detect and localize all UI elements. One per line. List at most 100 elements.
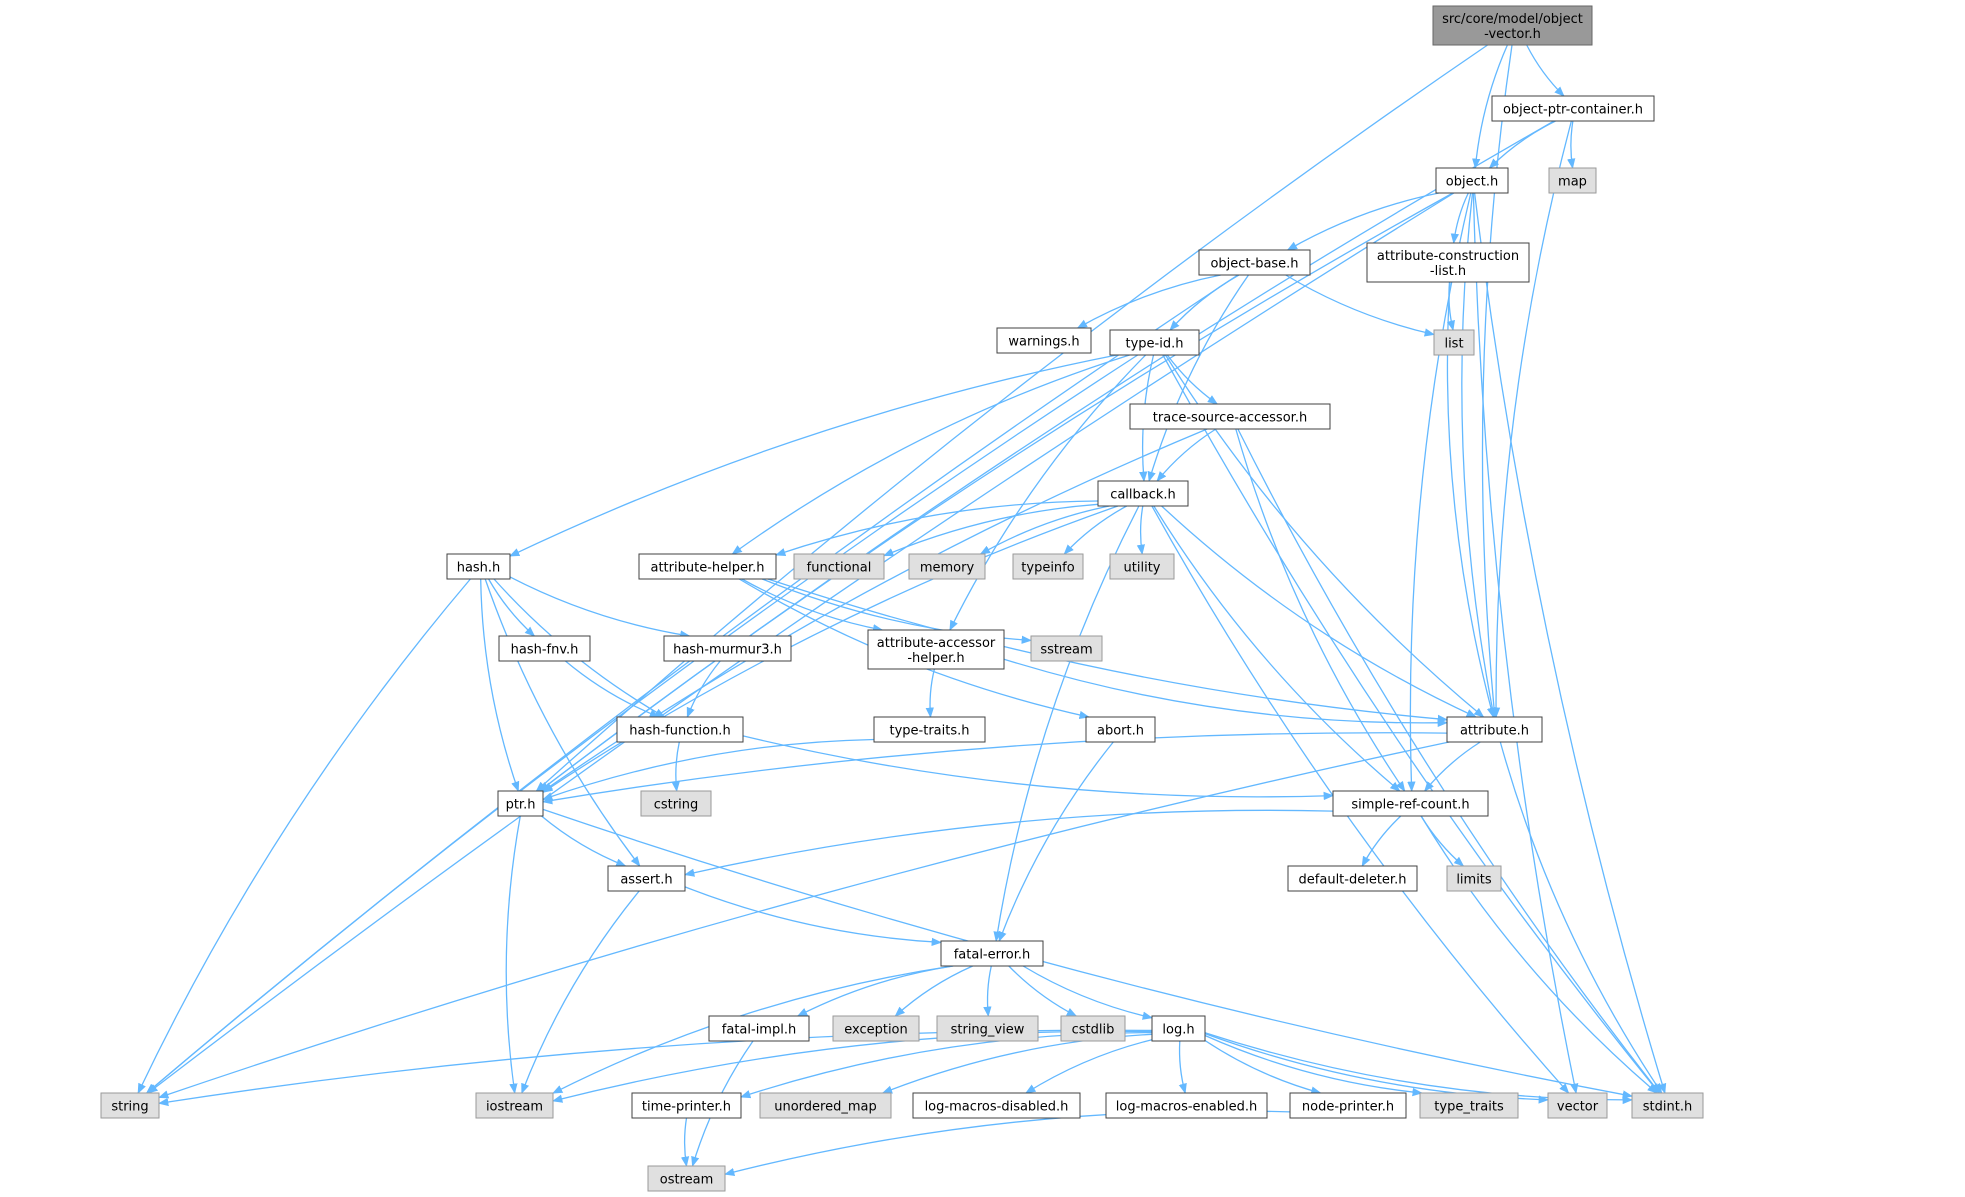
node-object[interactable]: object.h bbox=[1435, 167, 1509, 194]
node-label: abort.h bbox=[1097, 724, 1144, 739]
node-box bbox=[793, 553, 885, 580]
node-nodeprinter[interactable]: node-printer.h bbox=[1289, 1092, 1407, 1119]
node-root[interactable]: src/core/model/object-vector.h bbox=[1432, 5, 1593, 46]
node-acl[interactable]: attribute-construction-list.h bbox=[1366, 242, 1530, 283]
node-optr[interactable]: object-ptr-container.h bbox=[1491, 95, 1655, 122]
edge-callback-to-attribute bbox=[1161, 505, 1477, 718]
node-box bbox=[1446, 716, 1543, 743]
node-warnings[interactable]: warnings.h bbox=[996, 327, 1092, 354]
node-box bbox=[759, 1092, 892, 1119]
node-box bbox=[873, 716, 986, 743]
node-log[interactable]: log.h bbox=[1151, 1015, 1206, 1042]
node-box bbox=[908, 553, 986, 580]
edge-assert-to-iostream bbox=[521, 890, 640, 1094]
node-fatalerr[interactable]: fatal-error.h bbox=[940, 940, 1044, 967]
node-timeprinter[interactable]: time-printer.h bbox=[631, 1092, 742, 1119]
node-label: log.h bbox=[1162, 1023, 1194, 1038]
node-label: limits bbox=[1456, 873, 1492, 888]
node-box bbox=[1548, 167, 1597, 194]
edge-src-to-assert bbox=[683, 809, 1334, 877]
node-abort[interactable]: abort.h bbox=[1085, 716, 1156, 743]
node-label: hash-fnv.h bbox=[511, 643, 579, 658]
node-box bbox=[1097, 480, 1189, 507]
node-list: list bbox=[1433, 329, 1475, 356]
edge-typeid-to-tsa bbox=[1166, 354, 1219, 405]
edge-timeprinter-to-ostream bbox=[680, 1117, 690, 1168]
node-string: string bbox=[100, 1092, 160, 1119]
node-stdint: stdint.h bbox=[1631, 1092, 1704, 1119]
edge-fatalerr-to-exception bbox=[894, 965, 973, 1017]
edge-fatalerr-to-log bbox=[1022, 965, 1154, 1020]
node-cstdlib: cstdlib bbox=[1060, 1015, 1126, 1042]
node-label: type-traits.h bbox=[890, 724, 970, 739]
node-hashfn[interactable]: hash-function.h bbox=[616, 716, 744, 743]
node-label: object-base.h bbox=[1210, 257, 1298, 272]
node-box bbox=[1151, 1015, 1206, 1042]
node-ostream: ostream bbox=[647, 1165, 726, 1192]
node-box bbox=[996, 327, 1092, 354]
edge-src-to-dd bbox=[1361, 815, 1402, 867]
node-typeid[interactable]: type-id.h bbox=[1109, 329, 1200, 356]
node-label: src/core/model/object bbox=[1442, 12, 1583, 27]
node-box bbox=[912, 1092, 1081, 1119]
node-lmd[interactable]: log-macros-disabled.h bbox=[912, 1092, 1081, 1119]
edge-fatalerr-to-fatalimpl bbox=[796, 965, 954, 1017]
node-label: sstream bbox=[1040, 643, 1092, 658]
edge-log-to-umap bbox=[881, 1033, 1153, 1094]
node-ptr[interactable]: ptr.h bbox=[497, 790, 544, 817]
node-label: attribute-accessor bbox=[877, 636, 996, 651]
edge-callback-to-utility bbox=[1136, 505, 1145, 556]
edge-callback-to-ahelper bbox=[775, 500, 1099, 556]
node-label: cstdlib bbox=[1072, 1023, 1115, 1038]
node-lme[interactable]: log-macros-enabled.h bbox=[1105, 1092, 1268, 1119]
node-ahelper[interactable]: attribute-helper.h bbox=[638, 553, 777, 580]
edge-fatalerr-to-stringview bbox=[983, 965, 992, 1018]
node-tsa[interactable]: trace-source-accessor.h bbox=[1129, 403, 1331, 430]
node-box bbox=[1198, 249, 1311, 276]
node-aah[interactable]: attribute-accessor-helper.h bbox=[867, 629, 1005, 670]
edge-callback-to-src bbox=[1153, 505, 1401, 792]
edge-typeid-to-ahelper bbox=[731, 354, 1130, 555]
node-label: string bbox=[111, 1100, 148, 1115]
edge-object-to-acl bbox=[1450, 192, 1469, 245]
edge-callback-to-ptr bbox=[542, 505, 1119, 793]
node-label: time-printer.h bbox=[642, 1100, 731, 1115]
edge-nodeprinter-to-ostream bbox=[723, 1110, 1291, 1177]
header-nodes: src/core/model/object-vector.h object-ptr… bbox=[100, 5, 1704, 1192]
node-label: type_traits bbox=[1434, 1100, 1504, 1115]
node-label: callback.h bbox=[1110, 488, 1176, 503]
node-hashm3[interactable]: hash-murmur3.h bbox=[663, 635, 792, 662]
node-box bbox=[1105, 1092, 1268, 1119]
node-box bbox=[663, 635, 792, 662]
node-dd[interactable]: default-deleter.h bbox=[1287, 865, 1418, 892]
node-label: utility bbox=[1124, 561, 1161, 576]
node-callback[interactable]: callback.h bbox=[1097, 480, 1189, 507]
node-box bbox=[1012, 553, 1084, 580]
edge-log-to-timeprinter bbox=[740, 1031, 1153, 1099]
node-label: attribute-helper.h bbox=[650, 561, 764, 576]
node-box bbox=[497, 790, 544, 817]
edge-typetraits-to-ptr bbox=[542, 738, 875, 801]
node-label: assert.h bbox=[620, 873, 672, 888]
node-box bbox=[1289, 1092, 1407, 1119]
node-label: exception bbox=[844, 1023, 908, 1038]
node-hashfnv[interactable]: hash-fnv.h bbox=[498, 635, 591, 662]
node-box bbox=[607, 865, 686, 892]
node-label: attribute-construction bbox=[1377, 249, 1519, 264]
edge-hashm3-to-hashfn bbox=[686, 660, 721, 718]
edge-attribute-to-stdint bbox=[1499, 741, 1663, 1094]
node-box bbox=[638, 553, 777, 580]
node-hash[interactable]: hash.h bbox=[446, 553, 511, 580]
node-label: log-macros-disabled.h bbox=[925, 1100, 1069, 1115]
node-fatalimpl[interactable]: fatal-impl.h bbox=[708, 1015, 810, 1042]
node-typetraits[interactable]: type-traits.h bbox=[873, 716, 986, 743]
edge-log-to-lmd bbox=[1025, 1039, 1153, 1094]
node-src[interactable]: simple-ref-count.h bbox=[1332, 790, 1489, 817]
node-label: memory bbox=[920, 561, 975, 576]
node-label: attribute.h bbox=[1460, 724, 1529, 739]
node-assert[interactable]: assert.h bbox=[607, 865, 686, 892]
node-attribute[interactable]: attribute.h bbox=[1446, 716, 1543, 743]
edge-attribute-to-string bbox=[158, 741, 1450, 1099]
edge-callback-to-functional bbox=[883, 503, 1099, 557]
node-obase[interactable]: object-base.h bbox=[1198, 249, 1311, 276]
